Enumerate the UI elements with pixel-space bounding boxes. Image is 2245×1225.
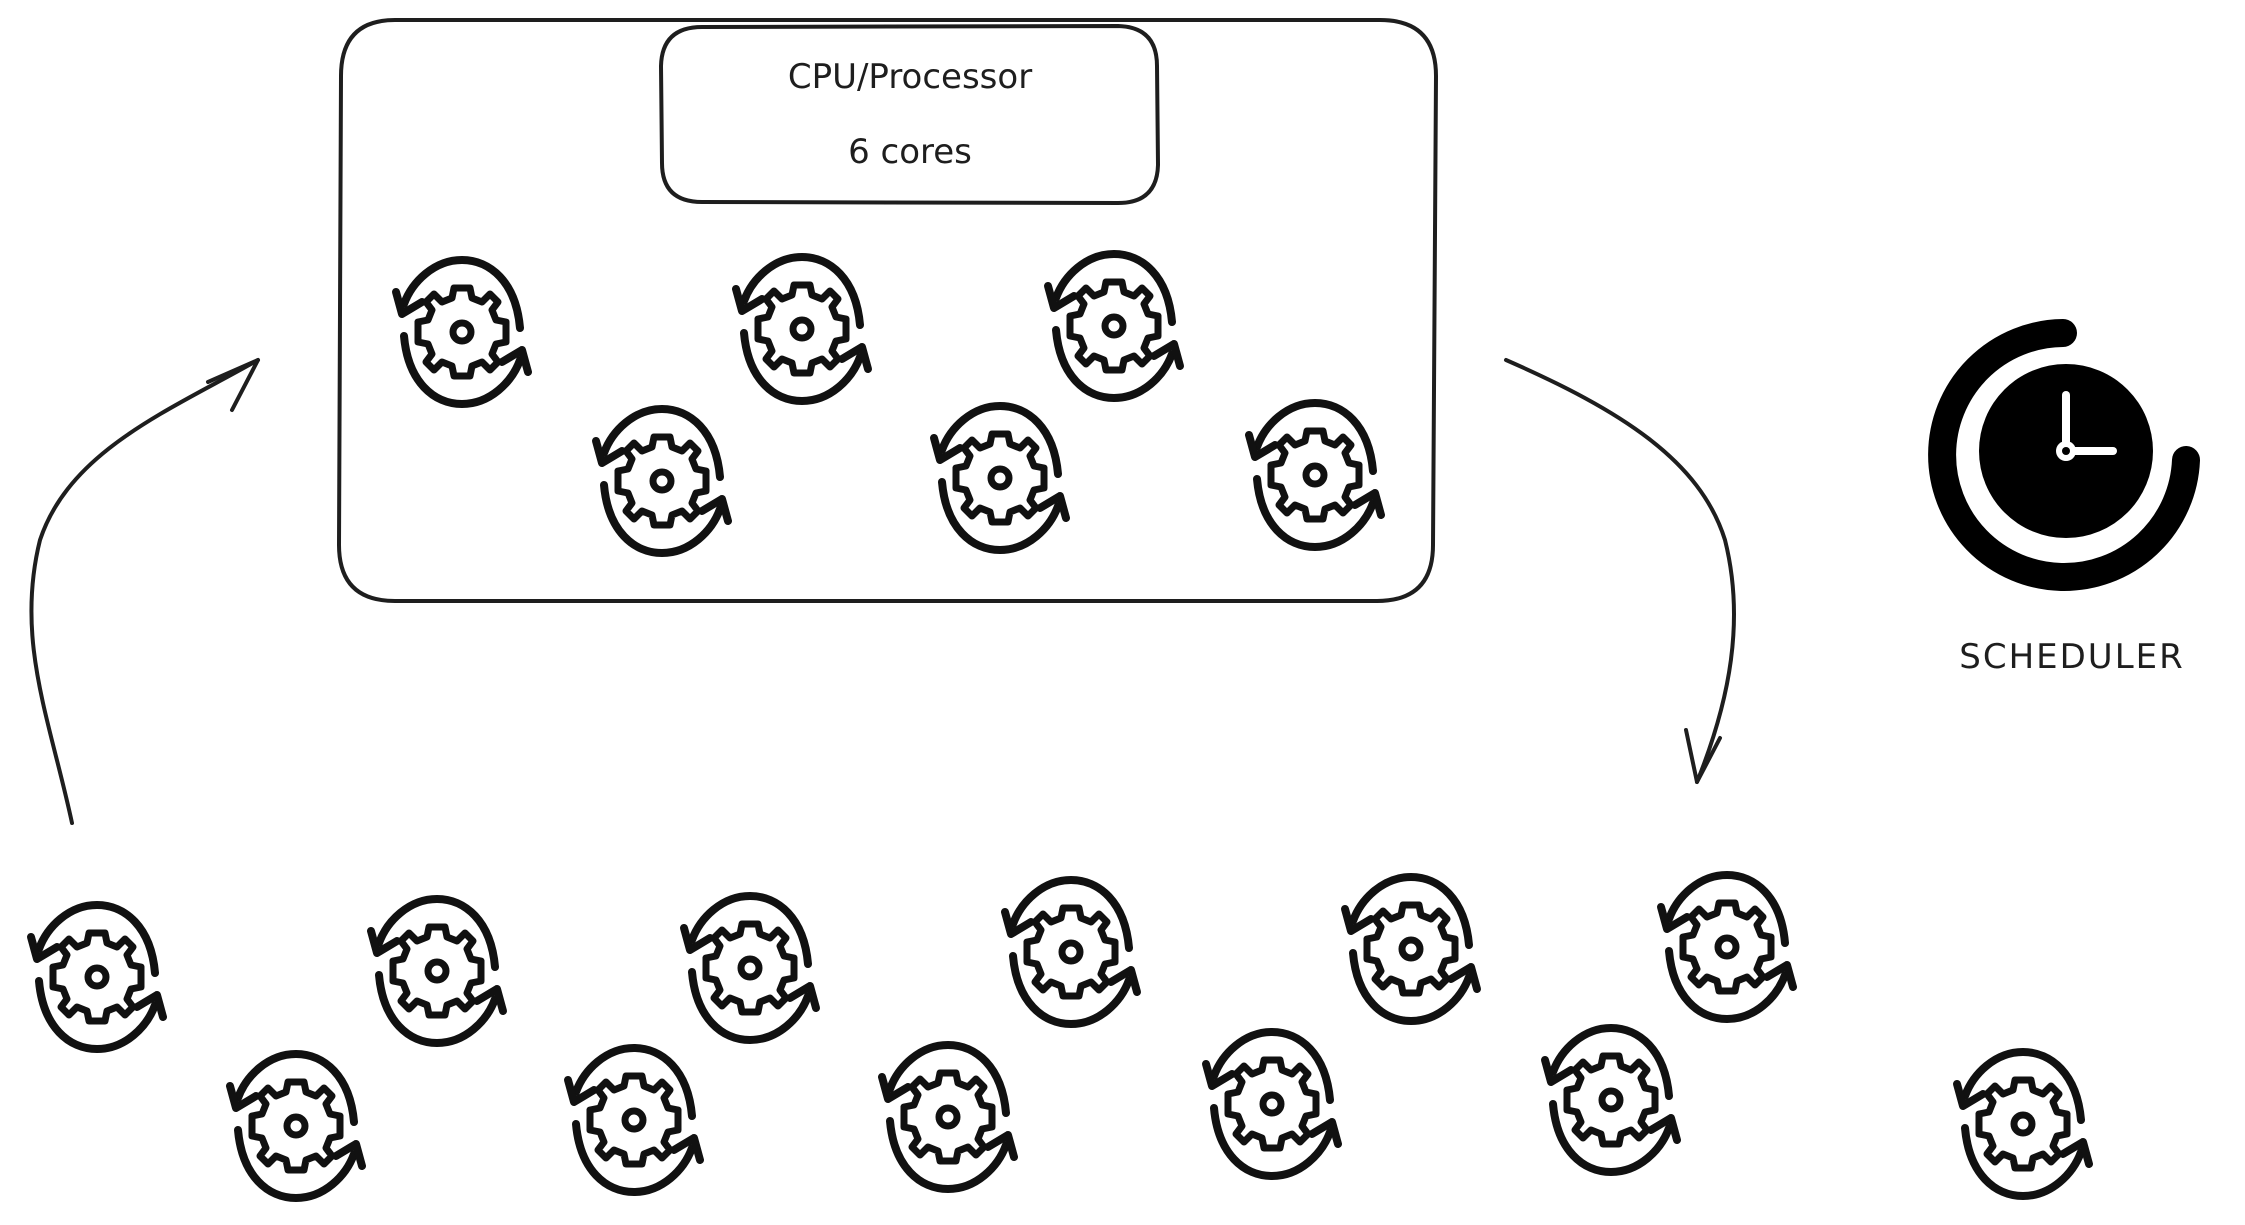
queued-process-gear-icon[interactable]	[684, 896, 816, 1040]
queued-process-gear-icon[interactable]	[882, 1045, 1014, 1189]
queued-process-gear-icon[interactable]	[31, 905, 163, 1049]
queued-process-gear-icon[interactable]	[1545, 1028, 1677, 1172]
queued-process-gear-icon[interactable]	[230, 1054, 362, 1198]
cpu-box[interactable]	[336, 18, 1439, 603]
queued-process-gear-icon[interactable]	[568, 1048, 700, 1192]
arrow-cpu-to-queue[interactable]	[1504, 358, 1737, 784]
clock-icon	[1928, 319, 2200, 591]
process-gear-icon[interactable]	[1048, 254, 1180, 398]
process-gear-icon[interactable]	[1249, 403, 1381, 547]
cpu-label-box[interactable]: CPU/Processor 6 cores	[658, 23, 1161, 206]
cpu-processes	[396, 254, 1381, 553]
arrow-queue-to-cpu[interactable]	[29, 358, 260, 825]
queued-process-gear-icon[interactable]	[1206, 1032, 1338, 1176]
queued-process-gear-icon[interactable]	[1661, 875, 1793, 1019]
queued-process-gear-icon[interactable]	[371, 899, 503, 1043]
queued-process-gear-icon[interactable]	[1345, 877, 1477, 1021]
queued-process-gear-icon[interactable]	[1957, 1052, 2089, 1196]
cpu-title: CPU/Processor	[788, 57, 1032, 97]
process-gear-icon[interactable]	[934, 406, 1066, 550]
process-gear-icon[interactable]	[736, 257, 868, 401]
process-gear-icon[interactable]	[396, 260, 528, 404]
queued-process-gear-icon[interactable]	[1005, 880, 1137, 1024]
cpu-cores-label: 6 cores	[848, 132, 972, 172]
scheduler[interactable]: SCHEDULER	[1928, 319, 2200, 677]
scheduler-label: SCHEDULER	[1959, 637, 2185, 677]
process-queue	[31, 875, 2089, 1198]
process-gear-icon[interactable]	[596, 409, 728, 553]
